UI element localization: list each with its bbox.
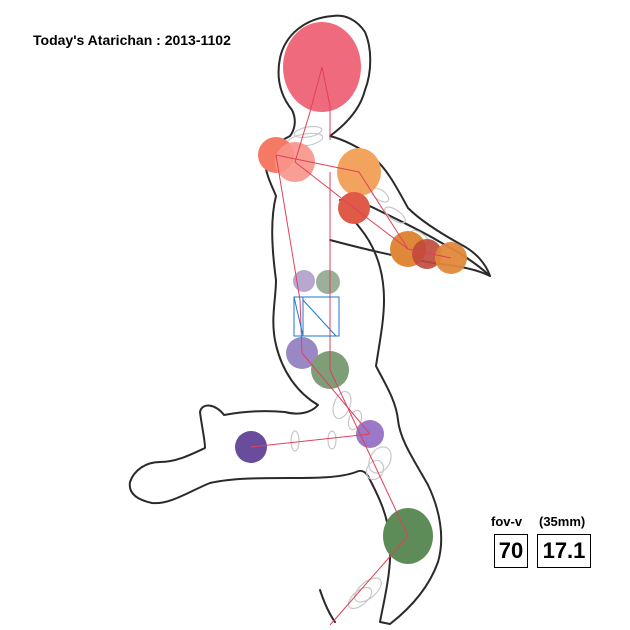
fov-label: fov-v [491,514,523,529]
joint-spheres[interactable] [235,22,467,564]
joint-hand-mid[interactable] [412,239,442,269]
joint-hip-small-right[interactable] [316,270,340,294]
skeleton-bones [250,66,452,626]
page-title: Today's Atarichan : 2013-1102 [33,32,231,48]
fov-value-box[interactable]: 70 [494,534,528,568]
root-pivot-box[interactable] [293,296,340,337]
lens-label: (35mm) [539,514,586,529]
lens-value-box[interactable]: 17.1 [537,534,591,568]
joint-hip-small-left[interactable] [293,270,315,292]
